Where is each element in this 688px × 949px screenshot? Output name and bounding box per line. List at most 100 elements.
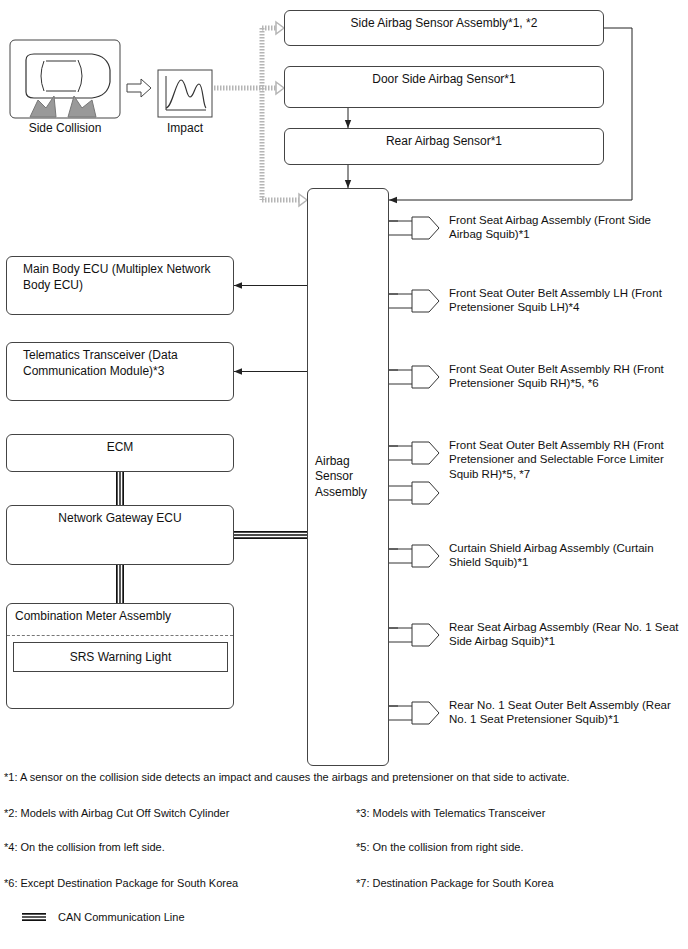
squib-symbol	[398, 438, 444, 518]
node-text: Side Airbag Sensor Assembly*1, *2	[293, 16, 595, 32]
node-text: Main Body ECU (Multiplex Network Body EC…	[23, 262, 225, 293]
connector-path	[389, 28, 632, 200]
ecu-box: Telematics Transceiver (Data Communicati…	[6, 342, 234, 401]
squib-symbol	[398, 362, 444, 442]
can-line	[120, 565, 121, 603]
footnote: *5: On the collision from right side.	[356, 840, 686, 854]
squib-icon	[389, 366, 439, 388]
connector-path	[234, 371, 307, 372]
squib-icon	[389, 482, 439, 504]
signal-arrow	[348, 108, 349, 128]
signal-arrowhead	[276, 82, 284, 94]
impact-signal-arrows	[214, 28, 299, 200]
legend-entry: CAN Communication Line	[20, 910, 185, 924]
node-text: Telematics Transceiver (Data Communicati…	[23, 348, 225, 379]
footnote: *7: Destination Package for South Korea	[356, 876, 686, 890]
node-text: Front Seat Outer Belt Assembly RH (Front…	[449, 438, 679, 481]
node-text: ECM	[15, 440, 225, 456]
impact-mark	[68, 96, 96, 117]
can-line-stroke	[234, 533, 307, 538]
signal-arrowhead	[276, 22, 284, 34]
can-line-sample	[22, 916, 46, 917]
squib-icon	[389, 442, 439, 464]
squib-symbol	[398, 213, 444, 293]
can-line-sample	[22, 913, 46, 921]
node-text: Front Seat Outer Belt Assembly LH (Front…	[449, 286, 679, 315]
graph-frame	[158, 70, 212, 117]
impact-graph	[158, 70, 212, 117]
can-line-stroke	[118, 565, 123, 603]
sensor-box: Door Side Airbag Sensor*1	[284, 66, 604, 108]
gateway-box: Network Gateway ECU	[6, 505, 234, 565]
illustration-label: Impact	[150, 121, 220, 137]
node-text: Curtain Shield Airbag Assembly (Curtain …	[449, 541, 679, 570]
node-text: Airbag Sensor Assembly	[315, 454, 381, 501]
footnote: *1: A sensor on the collision side detec…	[4, 770, 684, 784]
footnote: *3: Models with Telematics Transceiver	[356, 806, 686, 820]
squib-symbol	[398, 620, 444, 700]
squib-part: Front Seat Outer Belt Assembly RH (Front…	[398, 438, 679, 481]
control-unit: Airbag Sensor Assembly	[307, 188, 389, 766]
squib-icon	[389, 702, 439, 724]
graph-axes	[166, 76, 206, 110]
can-line-stroke	[116, 472, 124, 505]
node-text: Front Seat Airbag Assembly (Front Side A…	[449, 213, 679, 242]
legend-text: CAN Communication Line	[58, 911, 185, 923]
signal-arrow	[234, 285, 307, 286]
squib-part: Front Seat Airbag Assembly (Front Side A…	[398, 213, 679, 242]
squib-part: Rear No. 1 Seat Outer Belt Assembly (Rea…	[398, 698, 679, 727]
signal-arrowhead	[299, 194, 307, 206]
footnote: *2: Models with Airbag Cut Off Switch Cy…	[4, 806, 344, 820]
connector-path	[348, 165, 349, 188]
can-line-stroke	[116, 565, 124, 603]
can-line-stroke	[234, 531, 307, 539]
squib-part: Front Seat Outer Belt Assembly LH (Front…	[398, 286, 679, 315]
node-text: Combination Meter Assembly	[7, 604, 233, 636]
node-text: Network Gateway ECU	[15, 511, 225, 527]
impact-mark	[30, 96, 56, 117]
car-illustration	[10, 40, 120, 118]
impact-signal-heads	[276, 22, 307, 206]
connector-path	[348, 108, 349, 128]
node-text: Front Seat Outer Belt Assembly RH (Front…	[449, 362, 679, 391]
car-body	[26, 54, 110, 98]
connector-path	[234, 285, 307, 286]
squib-part: Rear Seat Airbag Assembly (Rear No. 1 Se…	[398, 620, 679, 649]
node-text: Door Side Airbag Sensor*1	[293, 72, 595, 88]
node-text: SRS Warning Light	[22, 650, 219, 666]
squib-icon	[389, 545, 439, 567]
illustration-frame	[10, 40, 120, 118]
ecu-box: Main Body ECU (Multiplex Network Body EC…	[6, 256, 234, 315]
can-line	[120, 472, 121, 505]
warning-light: SRS Warning Light	[13, 642, 228, 672]
can-line-stroke	[118, 472, 123, 505]
can-line-sample	[22, 915, 46, 920]
can-line-stroke	[234, 534, 307, 535]
ecu-box: ECM	[6, 434, 234, 472]
meter-box: Combination Meter AssemblySRS Warning Li…	[6, 603, 234, 709]
legend-sample	[20, 910, 50, 924]
can-line	[234, 535, 307, 536]
illustration-label: Side Collision	[10, 121, 120, 137]
squib-symbol	[398, 286, 444, 366]
squib-icon	[389, 290, 439, 312]
impact-signal-line	[214, 28, 299, 200]
squib-icon	[389, 217, 439, 239]
sensor-box: Rear Airbag Sensor*1	[284, 128, 604, 165]
can-line-stroke	[119, 472, 120, 505]
node-text: Rear Seat Airbag Assembly (Rear No. 1 Se…	[449, 620, 679, 649]
node-text: Rear No. 1 Seat Outer Belt Assembly (Rea…	[449, 698, 679, 727]
squib-icon	[389, 624, 439, 646]
signal-arrow	[389, 28, 632, 200]
squib-part: Curtain Shield Airbag Assembly (Curtain …	[398, 541, 679, 570]
footnote: *6: Except Destination Package for South…	[4, 876, 344, 890]
graph-curve	[166, 80, 206, 108]
flow-arrow	[127, 79, 151, 97]
squib-symbol	[398, 698, 444, 778]
footnote: *4: On the collision from left side.	[4, 840, 344, 854]
squib-symbol	[398, 541, 444, 621]
car-windows	[41, 60, 82, 92]
node-text: Rear Airbag Sensor*1	[293, 134, 595, 150]
signal-arrow	[348, 165, 349, 188]
